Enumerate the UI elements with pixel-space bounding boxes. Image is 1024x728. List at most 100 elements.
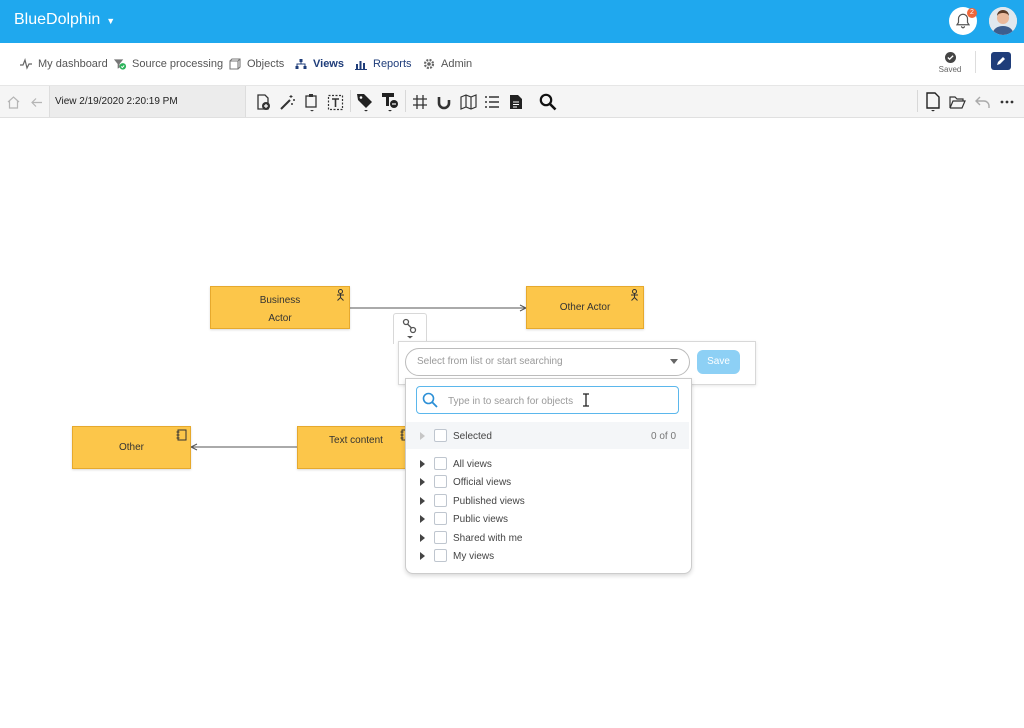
tree-label: All views [453,459,492,470]
map-button[interactable] [459,93,477,111]
checkbox[interactable] [434,512,447,525]
brand-name: BlueDolphin [14,11,101,28]
nav-objects[interactable]: Objects [228,57,284,71]
nav-label: My dashboard [38,58,108,70]
new-view-button[interactable] [924,92,942,112]
grid-button[interactable] [411,93,429,111]
tree-label: My views [453,551,495,562]
notification-badge: 2 [967,8,977,18]
more-horizontal-icon [1000,100,1014,104]
back-button[interactable] [27,93,45,111]
tree-row-selected[interactable] [406,422,689,449]
actor-icon [337,289,344,301]
arrow-left-icon [30,97,42,107]
tree-label: Public views [453,514,509,525]
node-business-actor[interactable]: Business Actor [210,286,350,329]
nav-source-processing[interactable]: Source processing [113,57,223,71]
object-select[interactable]: Select from list or start searching [405,348,690,376]
map-icon [459,94,477,110]
open-view-button[interactable] [948,93,966,111]
nav-label: Objects [247,58,285,70]
style-button[interactable] [381,93,399,112]
paste-button[interactable] [302,93,320,111]
nav-my-dashboard[interactable]: My dashboard [19,57,108,71]
expand-arrow-icon[interactable] [420,497,425,505]
expand-arrow-icon[interactable] [420,515,425,523]
snap-button[interactable] [435,93,453,111]
divider [975,51,976,73]
check-circle-icon [944,52,956,63]
nav-views[interactable]: Views [294,57,344,71]
tree-label: Selected [453,431,492,442]
avatar-image [989,7,1017,35]
search-button[interactable] [538,92,558,112]
node-other-actor[interactable]: Other Actor [526,286,644,329]
expand-arrow-icon[interactable] [420,460,425,468]
search-icon [422,392,438,408]
checkbox[interactable] [434,494,447,507]
folder-open-icon [948,95,966,109]
node-text-content[interactable]: Text content [297,426,415,469]
clipboard-icon [304,93,317,111]
text-box-icon [327,94,343,110]
magnet-icon [437,97,451,110]
add-object-button[interactable] [254,93,272,111]
toolbar-divider [917,90,918,112]
checkbox[interactable] [434,549,447,562]
nav-admin[interactable]: Admin [422,57,472,71]
node-label: Other [118,442,144,453]
hierarchy-icon [294,57,308,71]
search-icon [539,93,557,111]
main-nav [0,43,1024,86]
view-title[interactable]: View 2/19/2020 2:20:19 PM [49,86,246,117]
text-cursor-icon [583,393,589,407]
undo-button[interactable] [973,93,991,111]
top-bar [0,0,1024,43]
tree-label: Published views [453,496,525,507]
object-search-input[interactable] [446,391,650,411]
document-button[interactable] [507,93,525,111]
nav-label: Views [313,58,344,70]
checkbox[interactable] [434,475,447,488]
grid-icon [413,95,427,109]
source-processing-icon [113,57,127,71]
user-avatar[interactable] [989,7,1017,35]
node-other[interactable]: Other [72,426,191,469]
checkbox[interactable] [434,457,447,470]
selected-count: 0 of 0 [651,431,677,442]
save-button[interactable]: Save [697,350,740,374]
cube-icon [228,57,242,71]
checkbox-selected[interactable] [434,429,447,442]
tag-button[interactable] [356,93,374,112]
checkbox[interactable] [434,531,447,544]
expand-arrow-icon[interactable] [420,478,425,486]
text-box-button[interactable] [326,93,344,111]
link-icon [402,318,417,339]
chevron-down-icon: ▼ [106,16,116,26]
bell-icon [955,13,971,29]
expand-arrow-icon[interactable] [420,534,425,542]
more-button[interactable] [998,93,1016,111]
node-label: Business Actor [259,294,301,324]
home-button[interactable] [4,93,22,111]
pencil-icon [997,57,1005,65]
magic-wand-button[interactable] [278,93,296,111]
list-icon [485,96,499,108]
relationship-type-button[interactable] [393,313,427,344]
home-icon [7,95,19,109]
document-icon [510,95,522,109]
expand-arrow-icon[interactable] [420,552,425,560]
tree-label: Official views [453,477,512,488]
add-object-icon [256,93,270,110]
expand-arrow-icon[interactable] [420,432,425,440]
caret-down-icon[interactable] [670,359,678,364]
nav-reports[interactable]: Reports [354,57,412,71]
edit-button[interactable] [991,52,1011,70]
arrowhead-icon [189,443,198,451]
paint-format-icon [382,93,398,112]
list-button[interactable] [483,93,501,111]
nav-label: Admin [441,58,473,70]
file-icon [926,92,940,112]
notebook-icon [176,429,187,441]
brand-menu[interactable]: BlueDolphin ▼ [14,11,115,29]
